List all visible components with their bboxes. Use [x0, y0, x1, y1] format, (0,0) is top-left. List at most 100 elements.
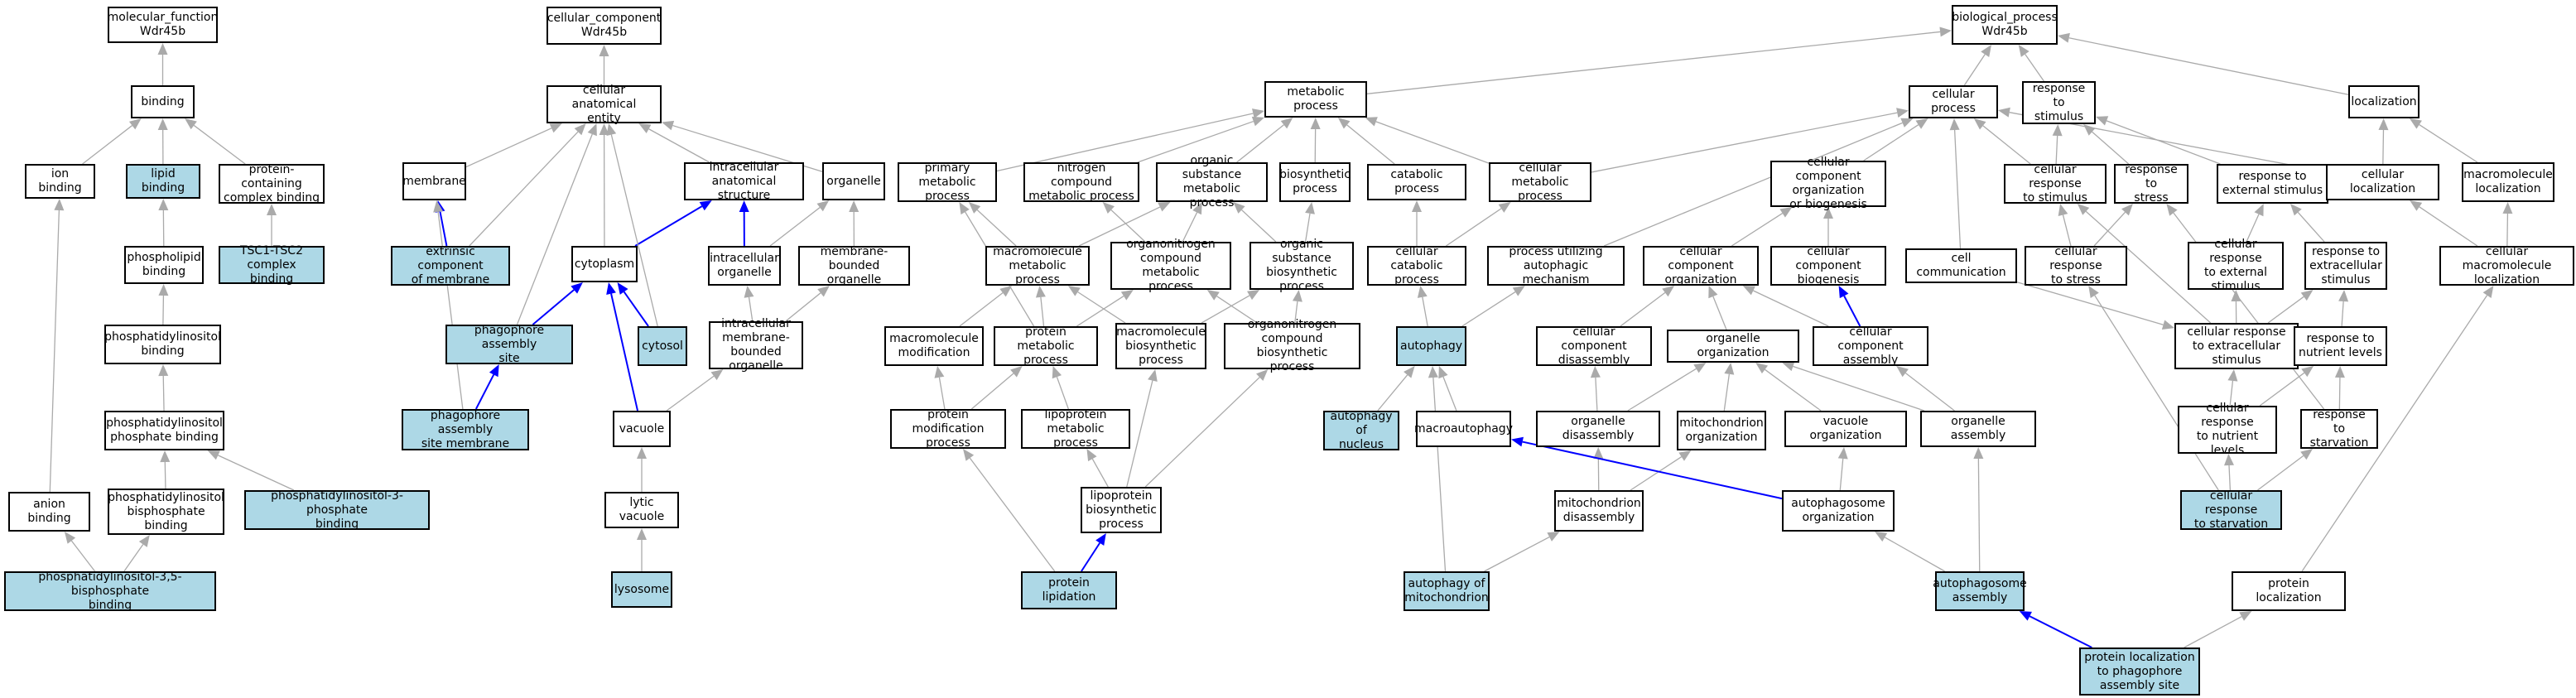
node-ptdins-3-phosphate-binding[interactable]: phosphatidylinositol-3-phosphate binding: [244, 489, 430, 531]
node-cellular-response-to-external-stimulus[interactable]: cellular response to external stimulus: [2188, 238, 2284, 293]
node-anion-binding[interactable]: anion binding: [8, 492, 90, 532]
node-localization[interactable]: localization: [2348, 85, 2420, 118]
node-process-utilizing-autophagic-mechanism[interactable]: process utilizing autophagic mechanism: [1487, 245, 1625, 286]
node-autophagosome-organization[interactable]: autophagosome organization: [1782, 490, 1895, 532]
node-response-to-extracellular-stimulus[interactable]: response to extracellular stimulus: [2304, 242, 2387, 290]
node-protein-localization-to-phagophore-assembly-site[interactable]: protein localization to phagophore assem…: [2079, 647, 2200, 696]
edge-arrowhead: [1742, 286, 1755, 296]
node-catabolic-process[interactable]: catabolic process: [1367, 164, 1466, 200]
node-cytoplasm[interactable]: cytoplasm: [571, 246, 638, 282]
node-nitrogen-compound-metabolic-process[interactable]: nitrogen compound metabolic process: [1023, 161, 1139, 203]
node-autophagosome-assembly[interactable]: autophagosome assembly: [1933, 571, 2027, 611]
node-autophagy-of-mitochondrion[interactable]: autophagy of mitochondrion: [1404, 571, 1490, 611]
edge-arrowhead: [2052, 124, 2063, 137]
node-cellular-catabolic-process[interactable]: cellular catabolic process: [1367, 245, 1466, 286]
node-biological-process[interactable]: biological_process Wdr45b: [1952, 5, 2058, 45]
edge-line: [49, 209, 60, 493]
node-cellular-response-to-extracellular-stimulus[interactable]: cellular response to extracellular stimu…: [2174, 323, 2299, 369]
node-protein-modification-process[interactable]: protein modification process: [890, 408, 1006, 450]
edge-line: [469, 131, 579, 247]
node-ion-binding[interactable]: ion binding: [25, 164, 95, 199]
edge-arrowhead: [1086, 449, 1097, 462]
node-lipoprotein-metabolic-process[interactable]: lipoprotein metabolic process: [1021, 408, 1130, 450]
node-mitochondrion-disassembly[interactable]: mitochondrion disassembly: [1554, 490, 1644, 532]
node-cellular-component-disassembly[interactable]: cellular component disassembly: [1536, 325, 1652, 367]
node-tsc-complex-binding[interactable]: TSC1-TSC2 complex binding: [219, 244, 325, 286]
node-metabolic-process[interactable]: metabolic process: [1264, 81, 1367, 118]
node-ptdins-binding[interactable]: phosphatidylinositol binding: [104, 325, 221, 364]
node-cell-communication[interactable]: cell communication: [1905, 248, 2017, 283]
edge-line: [2246, 214, 2260, 243]
node-cellular-localization[interactable]: cellular localization: [2326, 164, 2439, 200]
node-autophagy[interactable]: autophagy: [1396, 326, 1466, 366]
node-macromolecule-biosynthetic-process[interactable]: macromolecule biosynthetic process: [1115, 323, 1206, 369]
node-autophagy-of-nucleus[interactable]: autophagy of nucleus: [1323, 410, 1399, 451]
node-lipid-binding[interactable]: lipid binding: [126, 164, 200, 199]
node-cellular-component[interactable]: cellular_component Wdr45b: [546, 7, 662, 45]
node-organic-substance-biosynthetic-process[interactable]: organic substance biosynthetic process: [1249, 238, 1354, 293]
node-organelle-organization[interactable]: organelle organization: [1667, 330, 1799, 363]
node-binding[interactable]: binding: [131, 85, 195, 118]
node-organelle[interactable]: organelle: [822, 162, 885, 200]
node-response-to-external-stimulus[interactable]: response to external stimulus: [2217, 164, 2328, 204]
node-extrinsic-component-membrane[interactable]: extrinsic component of membrane: [391, 245, 510, 286]
node-intracellular-membrane-bounded-organelle[interactable]: intracellular membrane-bounded organelle: [709, 317, 803, 373]
edge-line: [1484, 536, 1550, 572]
node-cellular-response-to-stress[interactable]: cellular response to stress: [2025, 245, 2127, 286]
node-lytic-vacuole[interactable]: lytic vacuole: [604, 492, 679, 528]
node-protein-metabolic-process[interactable]: protein metabolic process: [994, 325, 1098, 367]
node-vacuole-organization[interactable]: vacuole organization: [1784, 411, 1907, 447]
node-organic-substance-metabolic-process[interactable]: organic substance metabolic process: [1156, 154, 1268, 209]
node-organelle-assembly[interactable]: organelle assembly: [1920, 411, 2036, 447]
node-mitochondrion-organization[interactable]: mitochondrion organization: [1677, 411, 1766, 450]
node-protein-complex-binding[interactable]: protein-containing complex binding: [219, 163, 325, 205]
node-lipoprotein-biosynthetic-process[interactable]: lipoprotein biosynthetic process: [1081, 487, 1162, 533]
node-organelle-disassembly[interactable]: organelle disassembly: [1536, 411, 1660, 447]
node-cellular-component-biogenesis[interactable]: cellular component biogenesis: [1770, 245, 1886, 286]
node-ptdins-bisphosphate-binding[interactable]: phosphatidylinositol bisphosphate bindin…: [108, 489, 224, 535]
node-cellular-response-to-starvation[interactable]: cellular response to starvation: [2180, 489, 2282, 531]
node-lysosome[interactable]: lysosome: [611, 571, 672, 608]
node-macromolecule-modification[interactable]: macromolecule modification: [884, 326, 984, 366]
node-membrane-bounded-organelle[interactable]: membrane-bounded organelle: [798, 245, 910, 286]
node-response-to-stress[interactable]: response to stress: [2114, 163, 2188, 205]
edge-line: [1442, 376, 1457, 412]
node-response-to-stimulus[interactable]: response to stimulus: [2022, 81, 2096, 124]
edge-line: [1630, 456, 1683, 491]
edge-line: [1712, 296, 1727, 330]
node-primary-metabolic-process[interactable]: primary metabolic process: [898, 161, 997, 203]
node-protein-lipidation[interactable]: protein lipidation: [1021, 571, 1117, 609]
node-phagophore-assembly-site-membrane[interactable]: phagophore assembly site membrane: [402, 409, 529, 450]
node-membrane[interactable]: membrane: [402, 162, 466, 200]
node-response-to-starvation[interactable]: response to starvation: [2300, 408, 2378, 450]
edge-arrowhead: [638, 123, 652, 134]
node-organonitrogen-compound-biosynthetic-process[interactable]: organonitrogen compound biosynthetic pro…: [1224, 318, 1360, 373]
node-organonitrogen-compound-metabolic-process[interactable]: organonitrogen compound metabolic proces…: [1110, 238, 1231, 293]
node-cellular-response-to-nutrient-levels[interactable]: cellular response to nutrient levels: [2178, 402, 2277, 457]
node-cellular-anatomical-entity[interactable]: cellular anatomical entity: [546, 84, 662, 125]
node-macromolecule-localization[interactable]: macromolecule localization: [2462, 162, 2554, 202]
node-cellular-process[interactable]: cellular process: [1909, 85, 1998, 118]
node-cellular-metabolic-process[interactable]: cellular metabolic process: [1489, 161, 1591, 203]
node-cellular-component-assembly[interactable]: cellular component assembly: [1813, 325, 1928, 367]
node-biosynthetic-process[interactable]: biosynthetic process: [1279, 162, 1351, 202]
edge-line: [1522, 440, 1783, 500]
node-intracellular-organelle[interactable]: intracellular organelle: [708, 246, 781, 286]
node-ptdins-35-bisphosphate-binding[interactable]: phosphatidylinositol-3,5-bisphosphate bi…: [4, 570, 216, 612]
node-phospholipid-binding[interactable]: phospholipid binding: [124, 246, 204, 284]
node-cellular-macromolecule-localization[interactable]: cellular macromolecule localization: [2439, 245, 2574, 286]
node-macroautophagy[interactable]: macroautophagy: [1414, 411, 1513, 447]
node-vacuole[interactable]: vacuole: [613, 411, 671, 447]
node-intracellular-anatomical-structure[interactable]: intracellular anatomical structure: [684, 161, 804, 202]
edge-line: [2506, 213, 2509, 247]
node-phagophore-assembly-site[interactable]: phagophore assembly site: [445, 324, 573, 365]
node-cellular-component-organization[interactable]: cellular component organization: [1643, 245, 1759, 286]
node-ptdins-phosphate-binding[interactable]: phosphatidylinositol phosphate binding: [104, 411, 224, 450]
node-macromolecule-metabolic-process[interactable]: macromolecule metabolic process: [985, 245, 1090, 286]
node-molecular-function[interactable]: molecular_function Wdr45b: [108, 7, 218, 43]
node-cellular-response-to-stimulus[interactable]: cellular response to stimulus: [2004, 163, 2107, 205]
node-response-to-nutrient-levels[interactable]: response to nutrient levels: [2294, 326, 2387, 366]
node-cc-organization-or-biogenesis[interactable]: cellular component organization or bioge…: [1770, 156, 1886, 211]
node-protein-localization[interactable]: protein localization: [2232, 571, 2346, 611]
node-cytosol[interactable]: cytosol: [638, 326, 687, 366]
